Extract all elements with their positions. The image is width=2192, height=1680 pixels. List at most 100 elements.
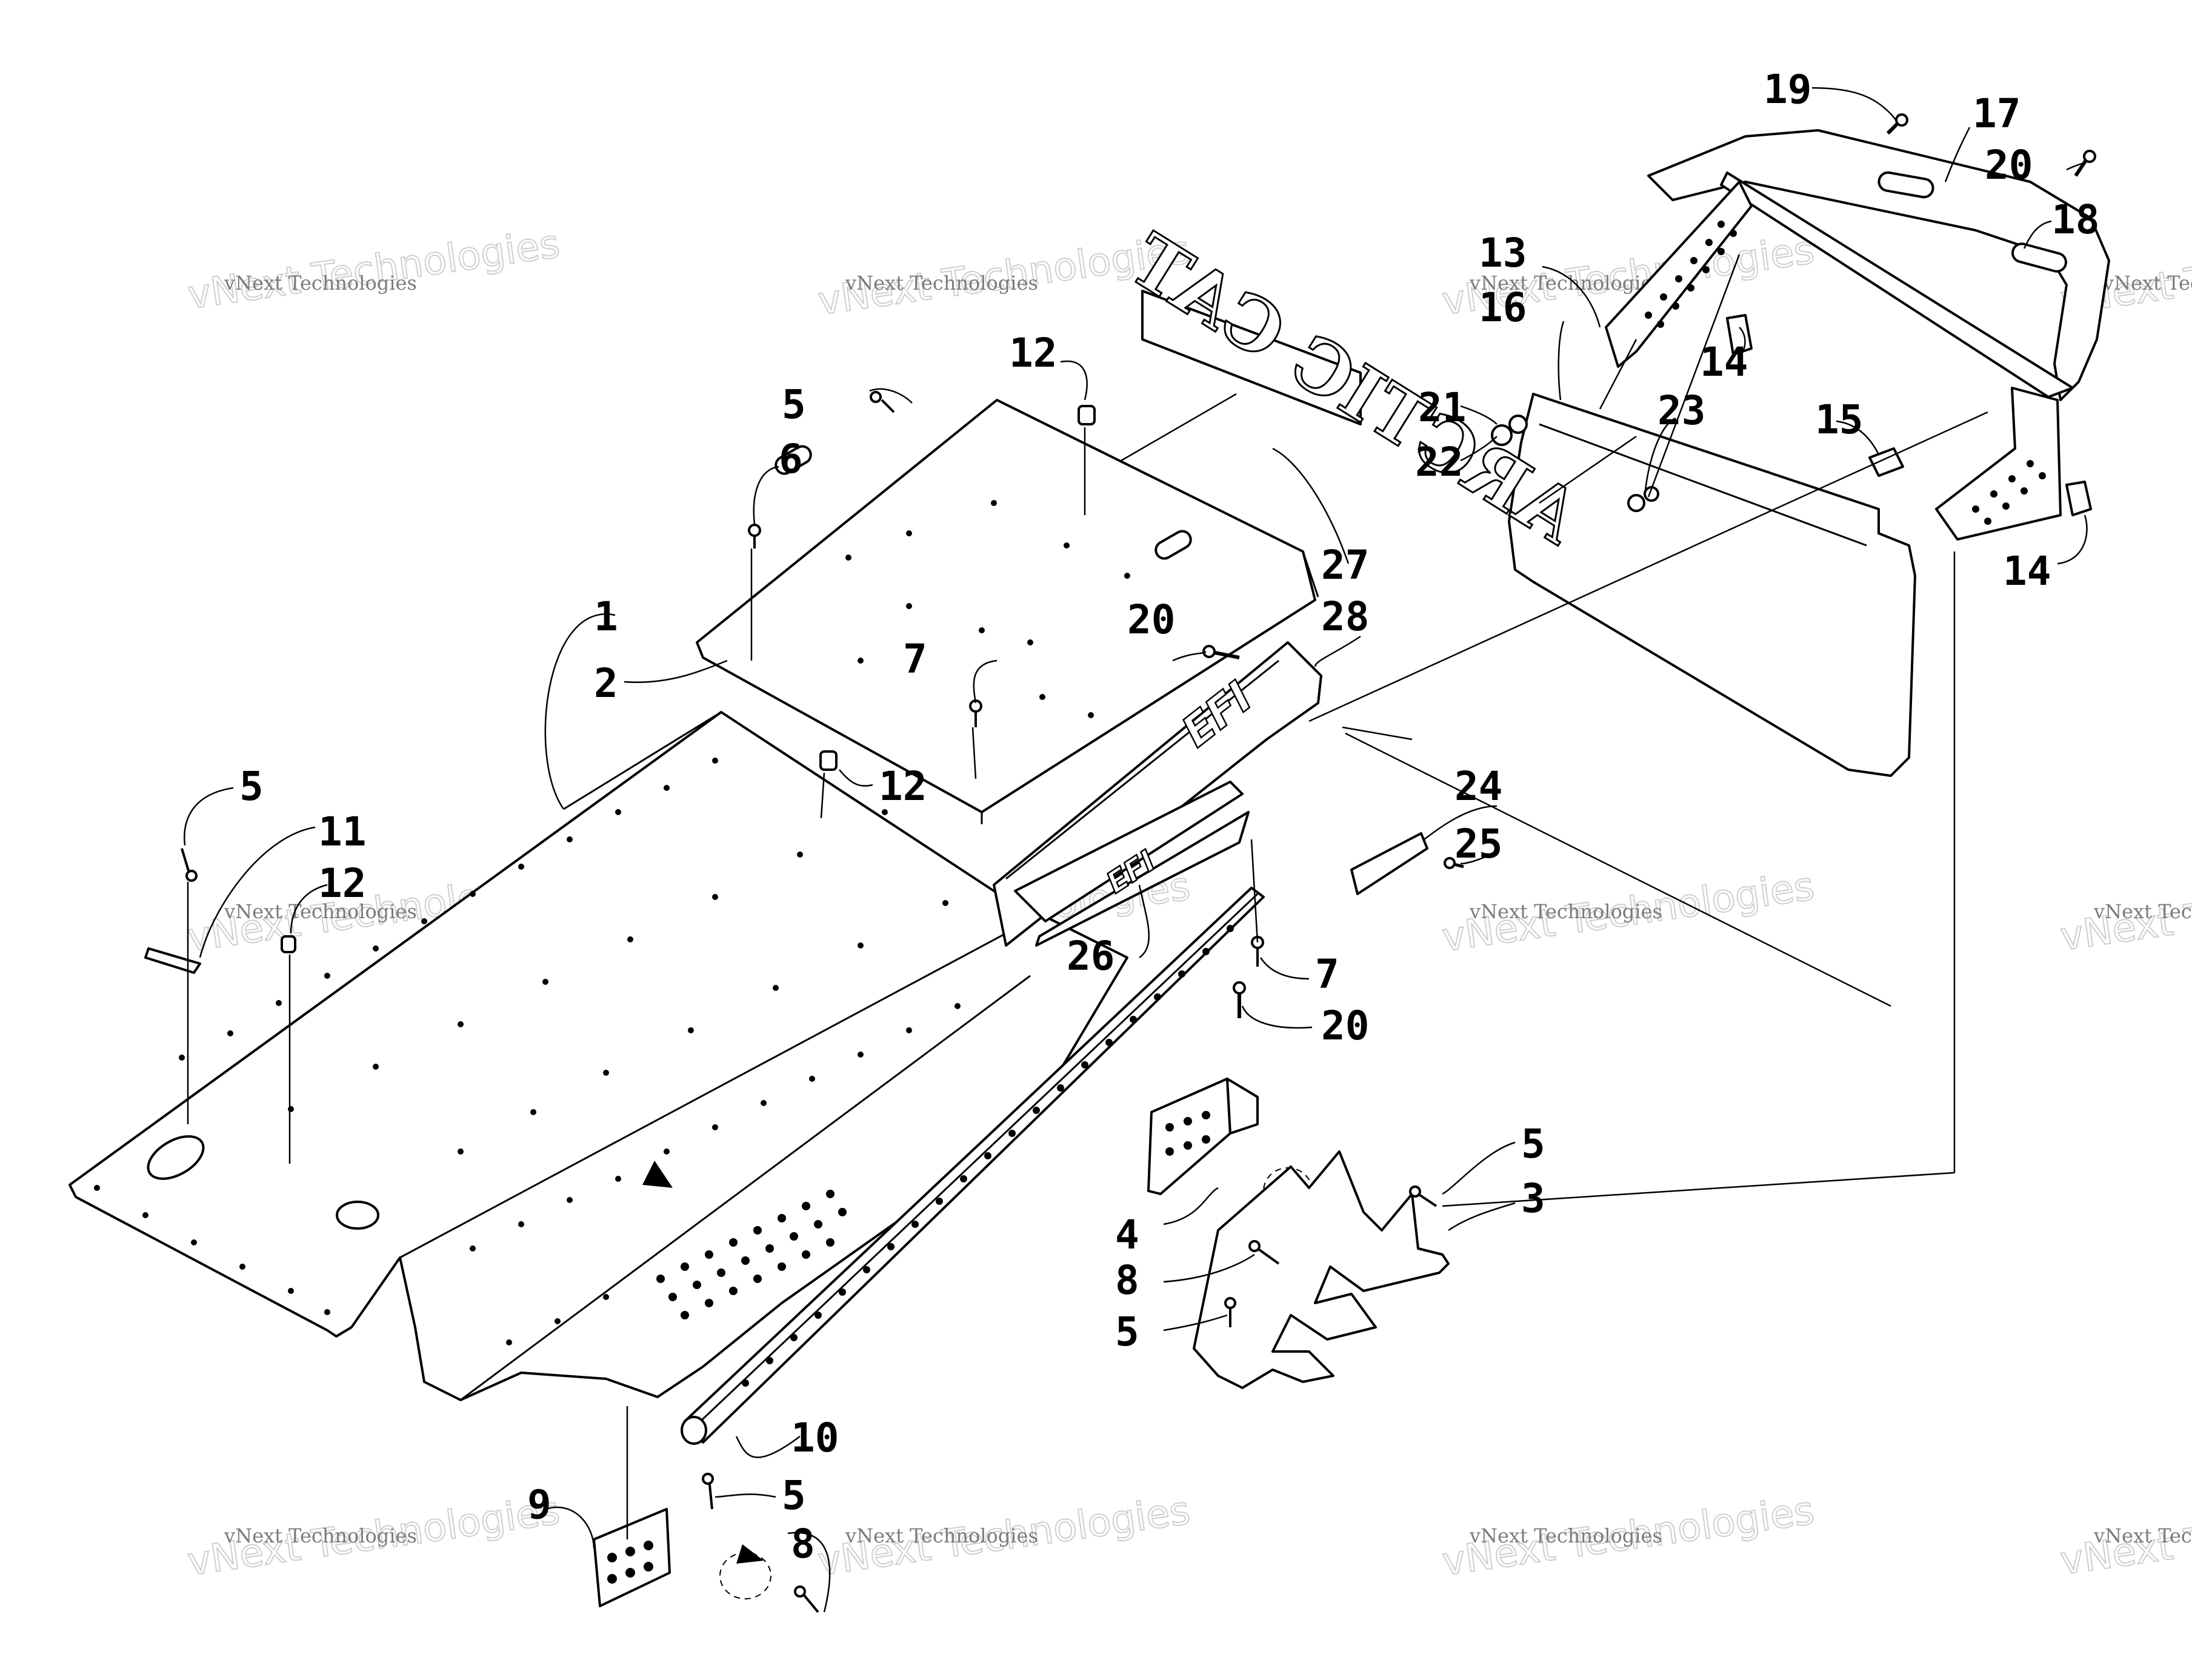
- callout-lines: [184, 87, 2088, 1613]
- running-board-holes: [742, 925, 1234, 1387]
- tunnel-edge: [68, 932, 1031, 1401]
- bracket-9-holes: [607, 1541, 653, 1584]
- part-label-5: 5: [782, 1472, 806, 1519]
- part-label-7: 7: [1315, 951, 1339, 998]
- watermark: vNext Technologies vNext Technologies: [815, 1488, 1193, 1585]
- part-label-24: 24: [1454, 763, 1502, 810]
- nut-icon: [1491, 424, 1513, 446]
- part-label-20: 20: [1985, 142, 2033, 188]
- tunnel-cutout: [336, 1201, 379, 1230]
- part-label-15: 15: [1815, 396, 1863, 443]
- nut-icon: [1627, 494, 1645, 512]
- part-label-2: 2: [594, 660, 618, 707]
- watermark: vNext Technologies vNext Technologies: [2057, 1487, 2192, 1584]
- rivet-icon: [1224, 1297, 1236, 1327]
- rear-panel: [696, 399, 1319, 824]
- watermark-small: vNext Technologies: [224, 1524, 417, 1547]
- rear-panel-slot: [775, 445, 812, 475]
- part-label-17: 17: [1973, 90, 2020, 137]
- decal-panel: [1141, 290, 1362, 425]
- part-label-7: 7: [903, 636, 927, 682]
- part-label-20: 20: [1127, 596, 1175, 643]
- watermark: vNext Technologies vNext Technologies: [184, 221, 563, 319]
- part-label-14: 14: [2003, 548, 2051, 595]
- watermark-small: vNext Technologies: [2093, 1524, 2192, 1547]
- rivet-icon: [794, 1585, 819, 1613]
- part-label-8: 8: [1115, 1257, 1139, 1304]
- side-plate-3-edge: [1193, 1348, 1219, 1376]
- part-label-20: 20: [1321, 1002, 1369, 1049]
- part-label-8: 8: [791, 1521, 815, 1567]
- part-label-9: 9: [527, 1481, 551, 1528]
- bumper-slot-17: [1877, 171, 1934, 199]
- watermark: vNext Technologies vNext Technologies: [184, 1488, 563, 1585]
- washer-icon: [1508, 415, 1528, 434]
- part-label-21: 21: [1418, 384, 1466, 431]
- watermark: vNext Technologies vNext Technologies: [1439, 864, 1817, 961]
- part-label-28: 28: [1321, 593, 1369, 640]
- part-label-19: 19: [1764, 66, 1811, 113]
- plate-24-body: [1350, 832, 1428, 895]
- rivet-icon: [1248, 1240, 1280, 1265]
- tunnel-top-surface: [68, 711, 1128, 1401]
- watermark-small: vNext Technologies: [2102, 272, 2192, 295]
- watermark-small: vNext Technologies: [1469, 900, 1662, 923]
- part-label-22: 22: [1415, 439, 1463, 485]
- right-grab-holes: [1972, 460, 2046, 525]
- part-label-27: 27: [1321, 542, 1369, 588]
- screw-icon: [2074, 150, 2096, 177]
- part-label-3: 3: [1521, 1175, 1545, 1222]
- snow-flap-inner-edge: [1539, 423, 1867, 547]
- tunnel-cutout: [147, 1135, 205, 1180]
- screw-icon: [1886, 113, 1908, 135]
- side-plate-3: [1193, 1150, 1450, 1389]
- screw-icon: [1444, 857, 1464, 869]
- watermark-small: vNext Technologies: [224, 900, 417, 923]
- part-label-23: 23: [1657, 387, 1705, 434]
- screw-icon: [1233, 981, 1246, 1018]
- rivet-icon: [181, 848, 198, 882]
- bracket-9: [593, 1508, 771, 1607]
- plug-icon: [281, 935, 296, 953]
- running-board-10: [681, 887, 1265, 1445]
- rear-bumper-rail: [1647, 129, 2110, 401]
- rivet-icon: [702, 1473, 714, 1510]
- part-label-25: 25: [1454, 821, 1502, 867]
- screw-icon: [1202, 645, 1240, 659]
- leader-lines: [187, 254, 1988, 1539]
- bracket-4-flange: [1226, 1078, 1259, 1135]
- part-label-6: 6: [779, 436, 803, 482]
- rear-panel-slot: [1154, 530, 1192, 560]
- tunnel-holes: [94, 758, 961, 1345]
- rear-bumper-left-grab: [1605, 181, 1753, 368]
- watermark: vNext Technologies vNext Technologies: [2057, 862, 2192, 960]
- decal-26-shape-2: [1035, 811, 1250, 947]
- side-panel-edge: [1005, 659, 1279, 880]
- part-label-13: 13: [1479, 230, 1527, 276]
- part-label-12: 12: [318, 860, 366, 907]
- rear-bumper-right-grab: [1935, 387, 2062, 541]
- decal-27: [1121, 290, 1362, 462]
- rear-panel-edge: [702, 656, 983, 824]
- running-board-end: [681, 1416, 707, 1445]
- watermark: vNext Technologies vNext Technologies: [1439, 1488, 1817, 1585]
- rivet-icon: [748, 524, 761, 548]
- rear-bumper: [1605, 129, 2110, 541]
- bracket-4-holes: [1165, 1111, 1210, 1156]
- part-label-12: 12: [879, 763, 927, 810]
- part-label-5: 5: [782, 381, 806, 428]
- watermark-small: vNext Technologies: [224, 272, 417, 295]
- part-label-18: 18: [2051, 196, 2099, 243]
- decal-11-body: [144, 947, 201, 974]
- bracket-4-plate: [1147, 1078, 1231, 1195]
- watermark-small: vNext Technologies: [2093, 900, 2192, 923]
- clip-icon: [2065, 481, 2092, 516]
- part-label-16: 16: [1479, 284, 1527, 331]
- plug-icon: [1078, 405, 1096, 425]
- snow-flap-body: [1508, 393, 1916, 777]
- watermark-small: vNext Technologies: [845, 272, 1038, 295]
- rivet-icon: [1409, 1185, 1437, 1207]
- running-board-ridge: [690, 893, 1259, 1432]
- watermark-large: vNext Technologies: [185, 222, 562, 318]
- bracket-9-plate: [593, 1508, 671, 1607]
